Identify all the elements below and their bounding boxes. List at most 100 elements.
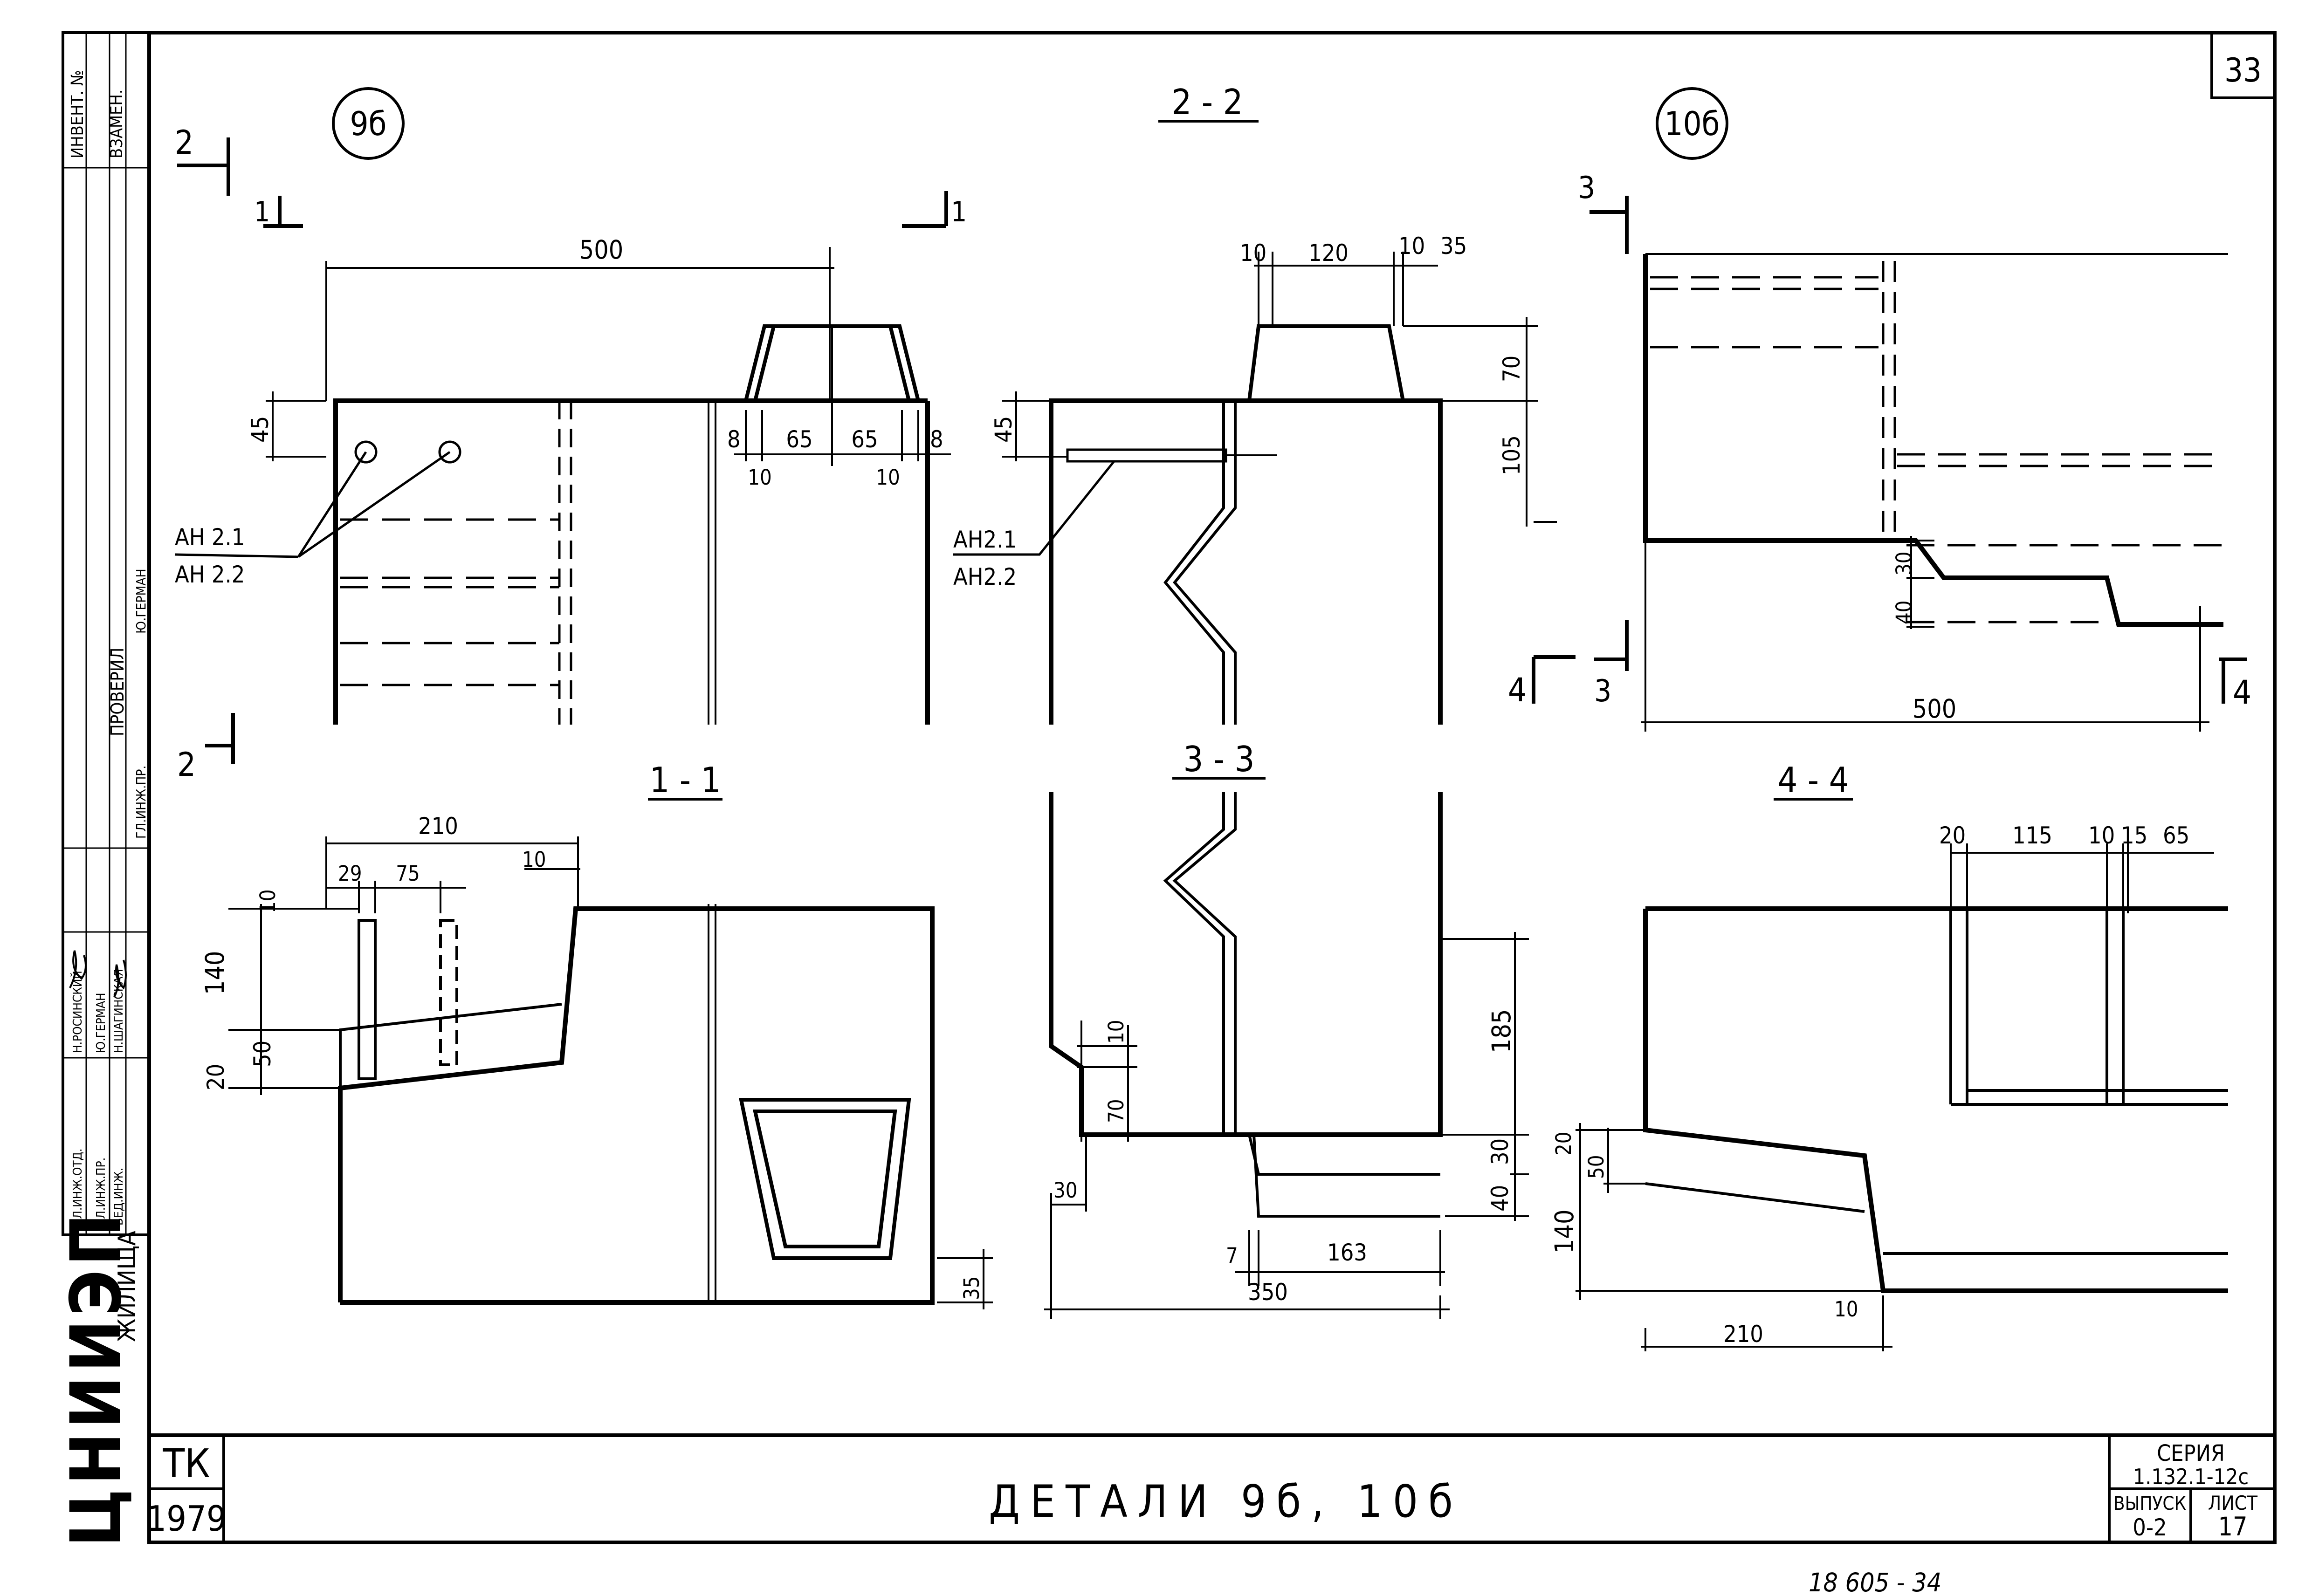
svg-text:10: 10 (255, 889, 280, 913)
detail-10b-label: 10б (1665, 105, 1720, 143)
svg-text:10: 10 (2088, 822, 2115, 849)
section-mark-4-left (1532, 655, 1576, 704)
svg-text:65: 65 (786, 426, 812, 453)
svg-text:210: 210 (418, 813, 458, 840)
sheet-number: 33 (2224, 51, 2262, 89)
svg-text:7: 7 (1226, 1243, 1238, 1268)
title-list-label: ЛИСТ (2208, 1492, 2258, 1514)
title-main: ДЕТАЛИ 9б, 10б (989, 1476, 1463, 1528)
svg-text:35: 35 (1440, 233, 1467, 260)
svg-text:50: 50 (1584, 1155, 1609, 1179)
title-year: 1979 (146, 1498, 227, 1539)
stamp-check-name: Ю.ГЕРМАН (133, 569, 149, 634)
title-seriya-label: СЕРИЯ (2157, 1440, 2225, 1466)
svg-text:115: 115 (2012, 822, 2052, 849)
svg-text:70: 70 (1498, 356, 1525, 382)
title-vypusk-value: 0-2 (2133, 1514, 2167, 1541)
detail-10b-outline (1643, 254, 2223, 627)
svg-text:105: 105 (1498, 435, 1525, 475)
svg-text:35: 35 (959, 1276, 984, 1300)
section-2-2-outline (1049, 398, 1443, 725)
detail-9b-label: 9б (350, 105, 387, 143)
stamp-check-role: ГЛ.ИНЖ.ПР. (133, 766, 149, 839)
svg-text:8: 8 (727, 426, 741, 453)
section-2-2-title: 2 - 2 (1171, 82, 1243, 123)
svg-text:29: 29 (338, 861, 362, 886)
detail-9b-circle (332, 87, 405, 160)
side-stamp: ИНВЕНТ. № ВЗАМЕН. ПРОВЕРИЛ ГЛ.ИНЖ.ПР. Ю.… (56, 31, 151, 1547)
svg-text:350: 350 (1248, 1279, 1288, 1306)
svg-text:500: 500 (1913, 694, 1956, 724)
section-3-3-title: 3 - 3 (1183, 739, 1254, 780)
stamp-invent: ИНВЕНТ. № (68, 70, 87, 158)
svg-text:140: 140 (200, 951, 230, 995)
section-mark-4-right (2219, 658, 2247, 704)
svg-text:210: 210 (1723, 1321, 1763, 1348)
svg-text:10: 10 (1240, 240, 1266, 267)
svg-text:10: 10 (1104, 1020, 1128, 1044)
section-4-4-title: 4 - 4 (1777, 760, 1849, 801)
svg-text:120: 120 (1308, 240, 1349, 267)
anchor-label-2: АН 2.2 (175, 561, 245, 588)
svg-text:10: 10 (522, 847, 546, 872)
anchor-label-4: АН2.2 (953, 563, 1017, 590)
detail-10b-elevation: 10б 3 3 4 4 500 30 40 (1508, 87, 2251, 732)
stamp-role-1: ГЛ.ИНЖ.ОТД. (71, 1149, 85, 1226)
svg-text:10: 10 (876, 465, 900, 490)
section-1-1-outline (338, 906, 935, 1305)
title-vypusk-label: ВЫПУСК (2113, 1493, 2186, 1514)
stamp-role-2: ГЛ.ИНЖ.ПР. (94, 1158, 108, 1226)
svg-text:75: 75 (396, 861, 420, 886)
stamp-name-2: Ю.ГЕРМАН (94, 993, 108, 1053)
panel-outline (333, 398, 930, 725)
title-block: ТК 1979 ДЕТАЛИ 9б, 10б СЕРИЯ 1.132.1-12с… (146, 1435, 2275, 1542)
svg-text:163: 163 (1327, 1239, 1367, 1266)
title-seriya-value: 1.132.1-12с (2133, 1464, 2249, 1489)
detail-9b-elevation: 9б 2 1 1 2 АН 2.1 АН 2.2 500 45 8 65 65 … (174, 87, 967, 784)
section-mark-3-bottom (1594, 620, 1629, 671)
svg-text:65: 65 (851, 426, 878, 453)
svg-text:20: 20 (1551, 1131, 1576, 1156)
section-mark-3-top (1590, 196, 1629, 254)
signature-2 (113, 959, 127, 998)
footer-note: 18 605 - 34 (1809, 1568, 1941, 1596)
section-3-3: 3 - 3 185 30 40 10 70 30 7 163 350 (1044, 739, 1529, 1319)
anchor-label-1: АН 2.1 (175, 524, 245, 551)
svg-text:50: 50 (249, 1041, 276, 1067)
svg-text:30: 30 (1053, 1178, 1078, 1203)
section-mark-2-top-label: 2 (175, 123, 193, 162)
section-4-4-outline (1643, 906, 2228, 1293)
title-list-value: 17 (2218, 1512, 2248, 1541)
svg-text:8: 8 (930, 426, 943, 453)
section-mark-1-right-label: 1 (951, 196, 967, 228)
svg-text:20: 20 (1939, 822, 1966, 849)
section-2-2: 2 - 2 10 120 10 35 70 105 45 АН2.1 АН2.2 (953, 82, 1557, 725)
title-tk: ТК (163, 1441, 210, 1487)
stamp-vzamen: ВЗАМЕН. (107, 89, 126, 158)
anchor-hole-2 (438, 440, 461, 464)
svg-text:500: 500 (579, 235, 623, 265)
svg-text:15: 15 (2121, 822, 2147, 849)
section-mark-3-top-label: 3 (1578, 171, 1595, 205)
svg-text:20: 20 (202, 1064, 229, 1090)
signature-1 (69, 950, 87, 988)
svg-text:65: 65 (2163, 822, 2189, 849)
svg-text:45: 45 (990, 416, 1017, 443)
section-mark-2-bottom (205, 713, 235, 764)
stamp-org-sub: ЖИЛИЩА (113, 1231, 141, 1342)
stamp-org-logo: ЦНИИЭП (56, 1210, 137, 1547)
sheet-frame (147, 31, 2277, 1544)
svg-text:45: 45 (247, 416, 274, 443)
section-mark-3-bottom-label: 3 (1594, 674, 1611, 709)
detail-10b-circle (1656, 87, 1728, 160)
svg-text:70: 70 (1104, 1099, 1128, 1123)
anchor-label-3: АН2.1 (953, 526, 1017, 553)
svg-text:40: 40 (1892, 600, 1916, 624)
section-4-4: 4 - 4 20 115 10 15 65 20 50 140 210 10 (1549, 760, 2228, 1351)
section-1-1: 1 - 1 210 29 75 10 10 140 50 20 35 (200, 760, 993, 1309)
svg-text:30: 30 (1892, 551, 1916, 575)
section-3-3-outline (1049, 792, 1443, 1137)
svg-text:185: 185 (1486, 1009, 1516, 1053)
section-mark-1-left (263, 196, 303, 228)
